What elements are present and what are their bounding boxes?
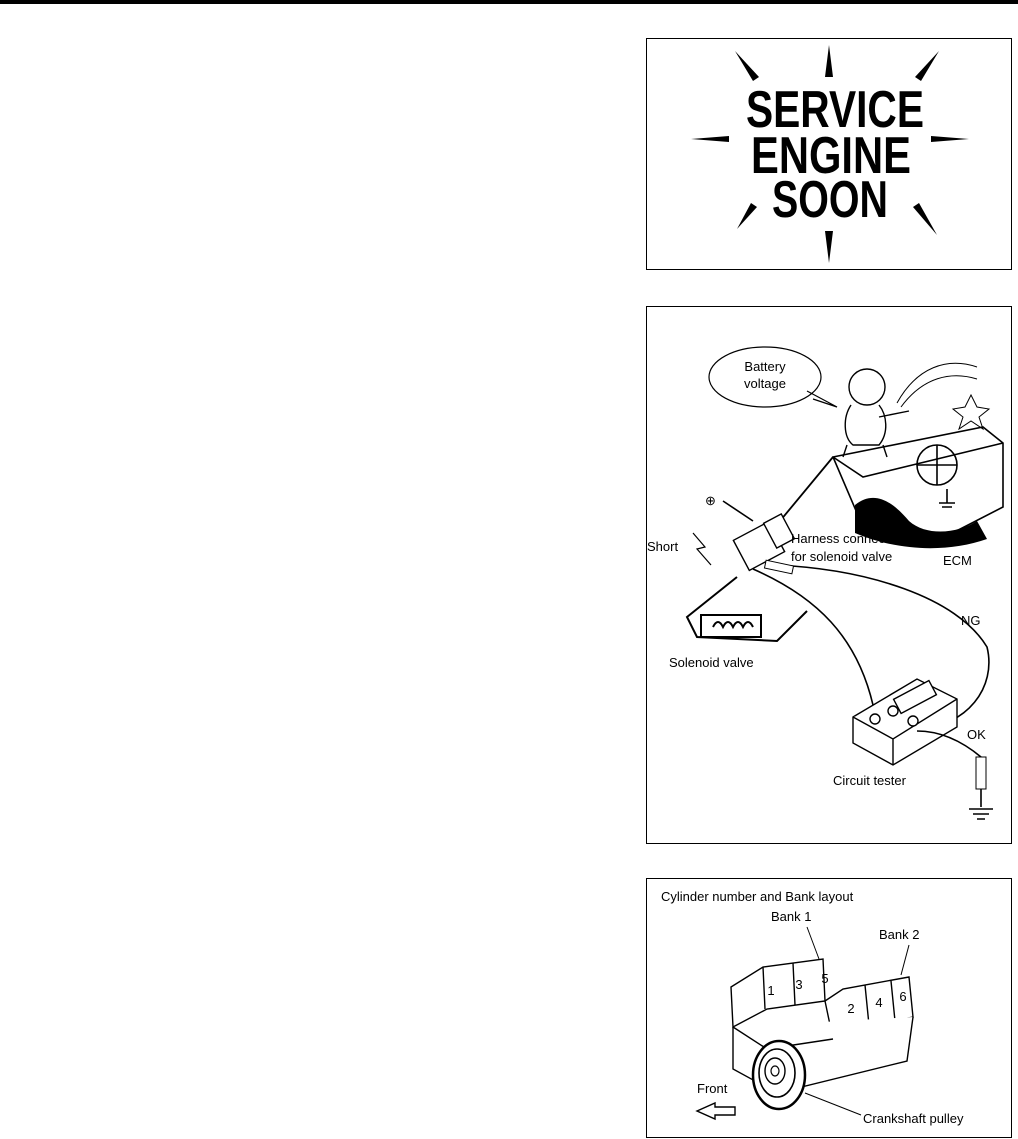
harness-label-line1: Harness connector <box>791 531 901 546</box>
short-spark-icon <box>692 532 712 566</box>
plus-symbol: ⊕ <box>705 493 716 508</box>
service-engine-soon-figure: SERVICE ENGINE SOON <box>646 38 1012 270</box>
ray-bottom <box>825 231 833 263</box>
speech-bubble <box>708 346 822 408</box>
front-arrow-icon <box>695 1101 736 1121</box>
solenoid-valve <box>685 576 808 643</box>
speech-bubble-tail <box>806 390 838 408</box>
circuit-tester-label: Circuit tester <box>833 773 907 788</box>
harness-connector <box>732 512 796 572</box>
cylinder-bank-layout-figure: Cylinder number and Bank layout Bank 1 B… <box>646 878 1012 1138</box>
ground-symbol-icon <box>969 808 993 820</box>
circuit-tester-figure: Battery voltage ⊕ <box>646 306 1012 844</box>
ok-label: OK <box>967 727 986 742</box>
cylinder-5: 5 <box>821 971 828 986</box>
ecm-label: ECM <box>943 553 972 568</box>
character-figure <box>842 368 910 458</box>
ground-probe <box>975 756 987 790</box>
probe-tip <box>763 559 795 575</box>
probe-lead-negative <box>774 564 990 730</box>
bank2-leader <box>900 944 910 976</box>
bank2-label: Bank 2 <box>879 927 919 942</box>
cylinder-4: 4 <box>875 995 882 1010</box>
warning-line-soon: SOON <box>772 171 888 229</box>
bank1-label: Bank 1 <box>771 909 811 924</box>
solenoid-label: Solenoid valve <box>669 655 754 670</box>
harness-label-line2: for solenoid valve <box>791 549 892 564</box>
cylinder-2: 2 <box>847 1001 854 1016</box>
ray-bottom-right <box>913 203 937 235</box>
pulley-label: Crankshaft pulley <box>863 1111 964 1126</box>
bank1-leader <box>806 926 820 960</box>
warning-line-service: SERVICE <box>746 81 924 139</box>
circuit-tester-device <box>852 678 958 766</box>
wire-plus <box>722 500 754 522</box>
warning-lamp-graphic: SERVICE ENGINE SOON <box>691 45 969 263</box>
flash-rays <box>691 45 969 263</box>
ng-label: NG <box>961 613 981 628</box>
spark-burst <box>896 362 991 431</box>
engine-bank-diagram: Cylinder number and Bank layout Bank 1 B… <box>661 889 964 1126</box>
ray-top-right <box>915 51 939 81</box>
battery-label-line1: Battery <box>744 359 786 374</box>
ray-top-left <box>735 51 759 81</box>
front-label: Front <box>697 1081 728 1096</box>
cylinder-3: 3 <box>795 977 802 992</box>
ecm-shadow <box>855 497 987 549</box>
battery-label-line2: voltage <box>744 376 786 391</box>
ray-right <box>931 136 969 142</box>
bank-figure-title: Cylinder number and Bank layout <box>661 889 854 904</box>
ray-left <box>691 136 729 142</box>
cylinder-1: 1 <box>767 983 774 998</box>
circuit-tester-illustration: Battery voltage ⊕ <box>647 346 1004 820</box>
header-rule <box>0 0 1018 4</box>
short-label: Short <box>647 539 678 554</box>
wire-ecm-connector <box>774 456 834 528</box>
probe-lead-positive <box>752 568 874 706</box>
cylinder-6: 6 <box>899 989 906 1004</box>
crankshaft-pulley <box>751 1039 807 1111</box>
pulley-leader <box>804 1092 862 1116</box>
ray-top <box>825 45 833 77</box>
warning-line-engine: ENGINE <box>751 127 911 185</box>
ray-bottom-left <box>737 203 757 229</box>
